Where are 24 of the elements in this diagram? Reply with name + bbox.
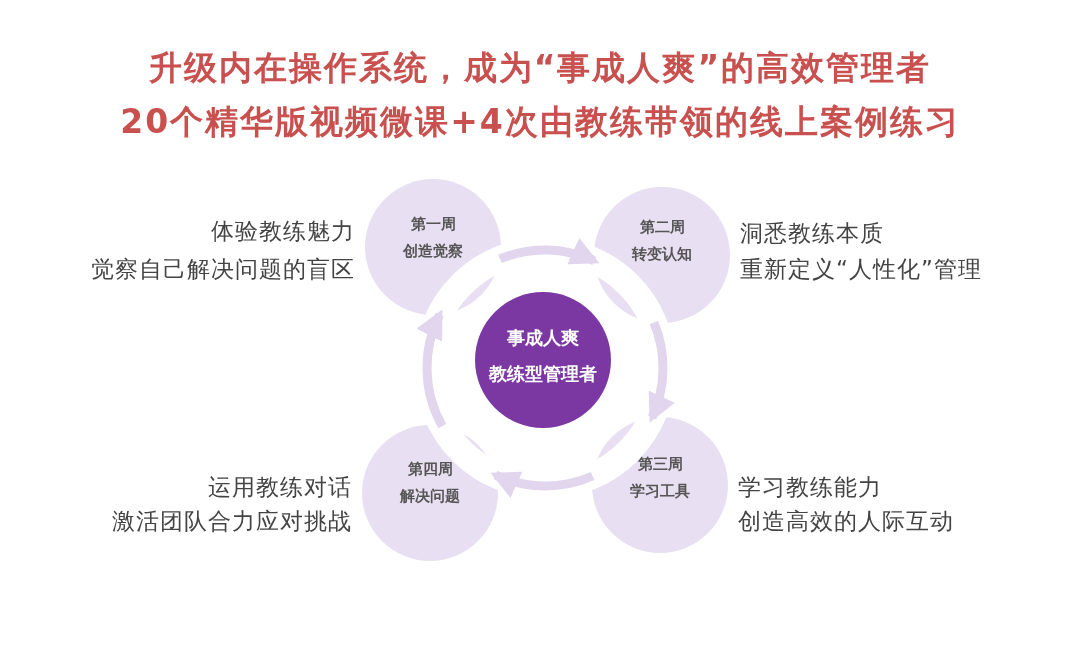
center-subtitle: 教练型管理者: [487, 362, 598, 386]
curved-arrow: [647, 321, 674, 423]
title: 升级内在操作系统，成为“事成人爽”的高效管理者: [147, 47, 933, 89]
week-topic: 解决问题: [399, 487, 461, 506]
week-label: 第四周: [406, 460, 454, 479]
week-topic: 学习工具: [629, 482, 691, 501]
description-text: 激活团队合力应对挑战: [112, 507, 352, 536]
curved-arrow: [498, 239, 600, 266]
theme-text: 学习教练能力: [738, 473, 882, 502]
week-topic: 转变认知: [630, 245, 693, 264]
theme-text: 体验教练魅力: [211, 217, 355, 246]
week-label: 第三周: [636, 455, 684, 474]
curved-arrow: [417, 309, 447, 429]
description-text: 觉察自己解决问题的盲区: [91, 255, 355, 284]
week-topic: 创造觉察: [402, 242, 464, 261]
week-label: 第二周: [638, 218, 686, 237]
curved-arrow: [490, 470, 595, 497]
theme-text: 运用教练对话: [208, 473, 352, 502]
subtitle: 20个精华版视频微课+4次由教练带领的线上案例练习: [119, 101, 961, 143]
description-text: 创造高效的人际互动: [738, 507, 954, 536]
description-text: 重新定义“人性化”管理: [740, 255, 982, 284]
theme-text: 洞悉教练本质: [740, 219, 884, 248]
center-title: 事成人爽: [506, 326, 580, 350]
week-label: 第一周: [409, 215, 457, 234]
